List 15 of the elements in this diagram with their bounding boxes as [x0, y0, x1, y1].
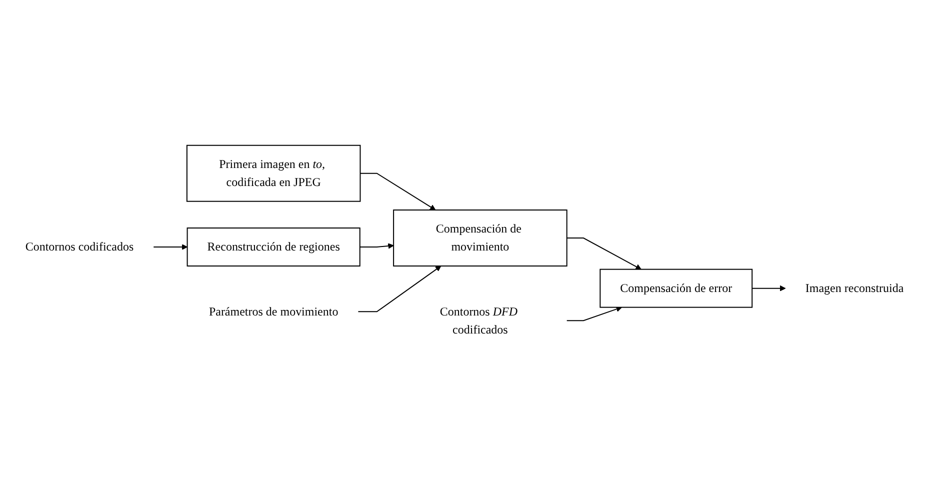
- node-box: Compensación de movimiento: [393, 210, 568, 266]
- node-box: Compensación de error: [600, 268, 753, 308]
- node-box: Reconstrucción de regiones: [186, 228, 360, 266]
- arrow: [566, 306, 622, 322]
- arrow: [360, 172, 436, 210]
- arrow: [153, 244, 188, 250]
- node-text: Contornos codificados: [25, 240, 134, 254]
- node-text: Parámetros de movimiento: [208, 304, 338, 318]
- node-box: Primera imagen en to, codificada en JPEG: [186, 144, 361, 202]
- node-text: Imagen reconstruida: [805, 281, 904, 295]
- arrow: [566, 238, 642, 270]
- node-text: Contornos DFD codificados: [440, 304, 518, 336]
- arrow: [358, 266, 442, 312]
- arrow: [752, 285, 786, 292]
- arrow: [359, 243, 394, 249]
